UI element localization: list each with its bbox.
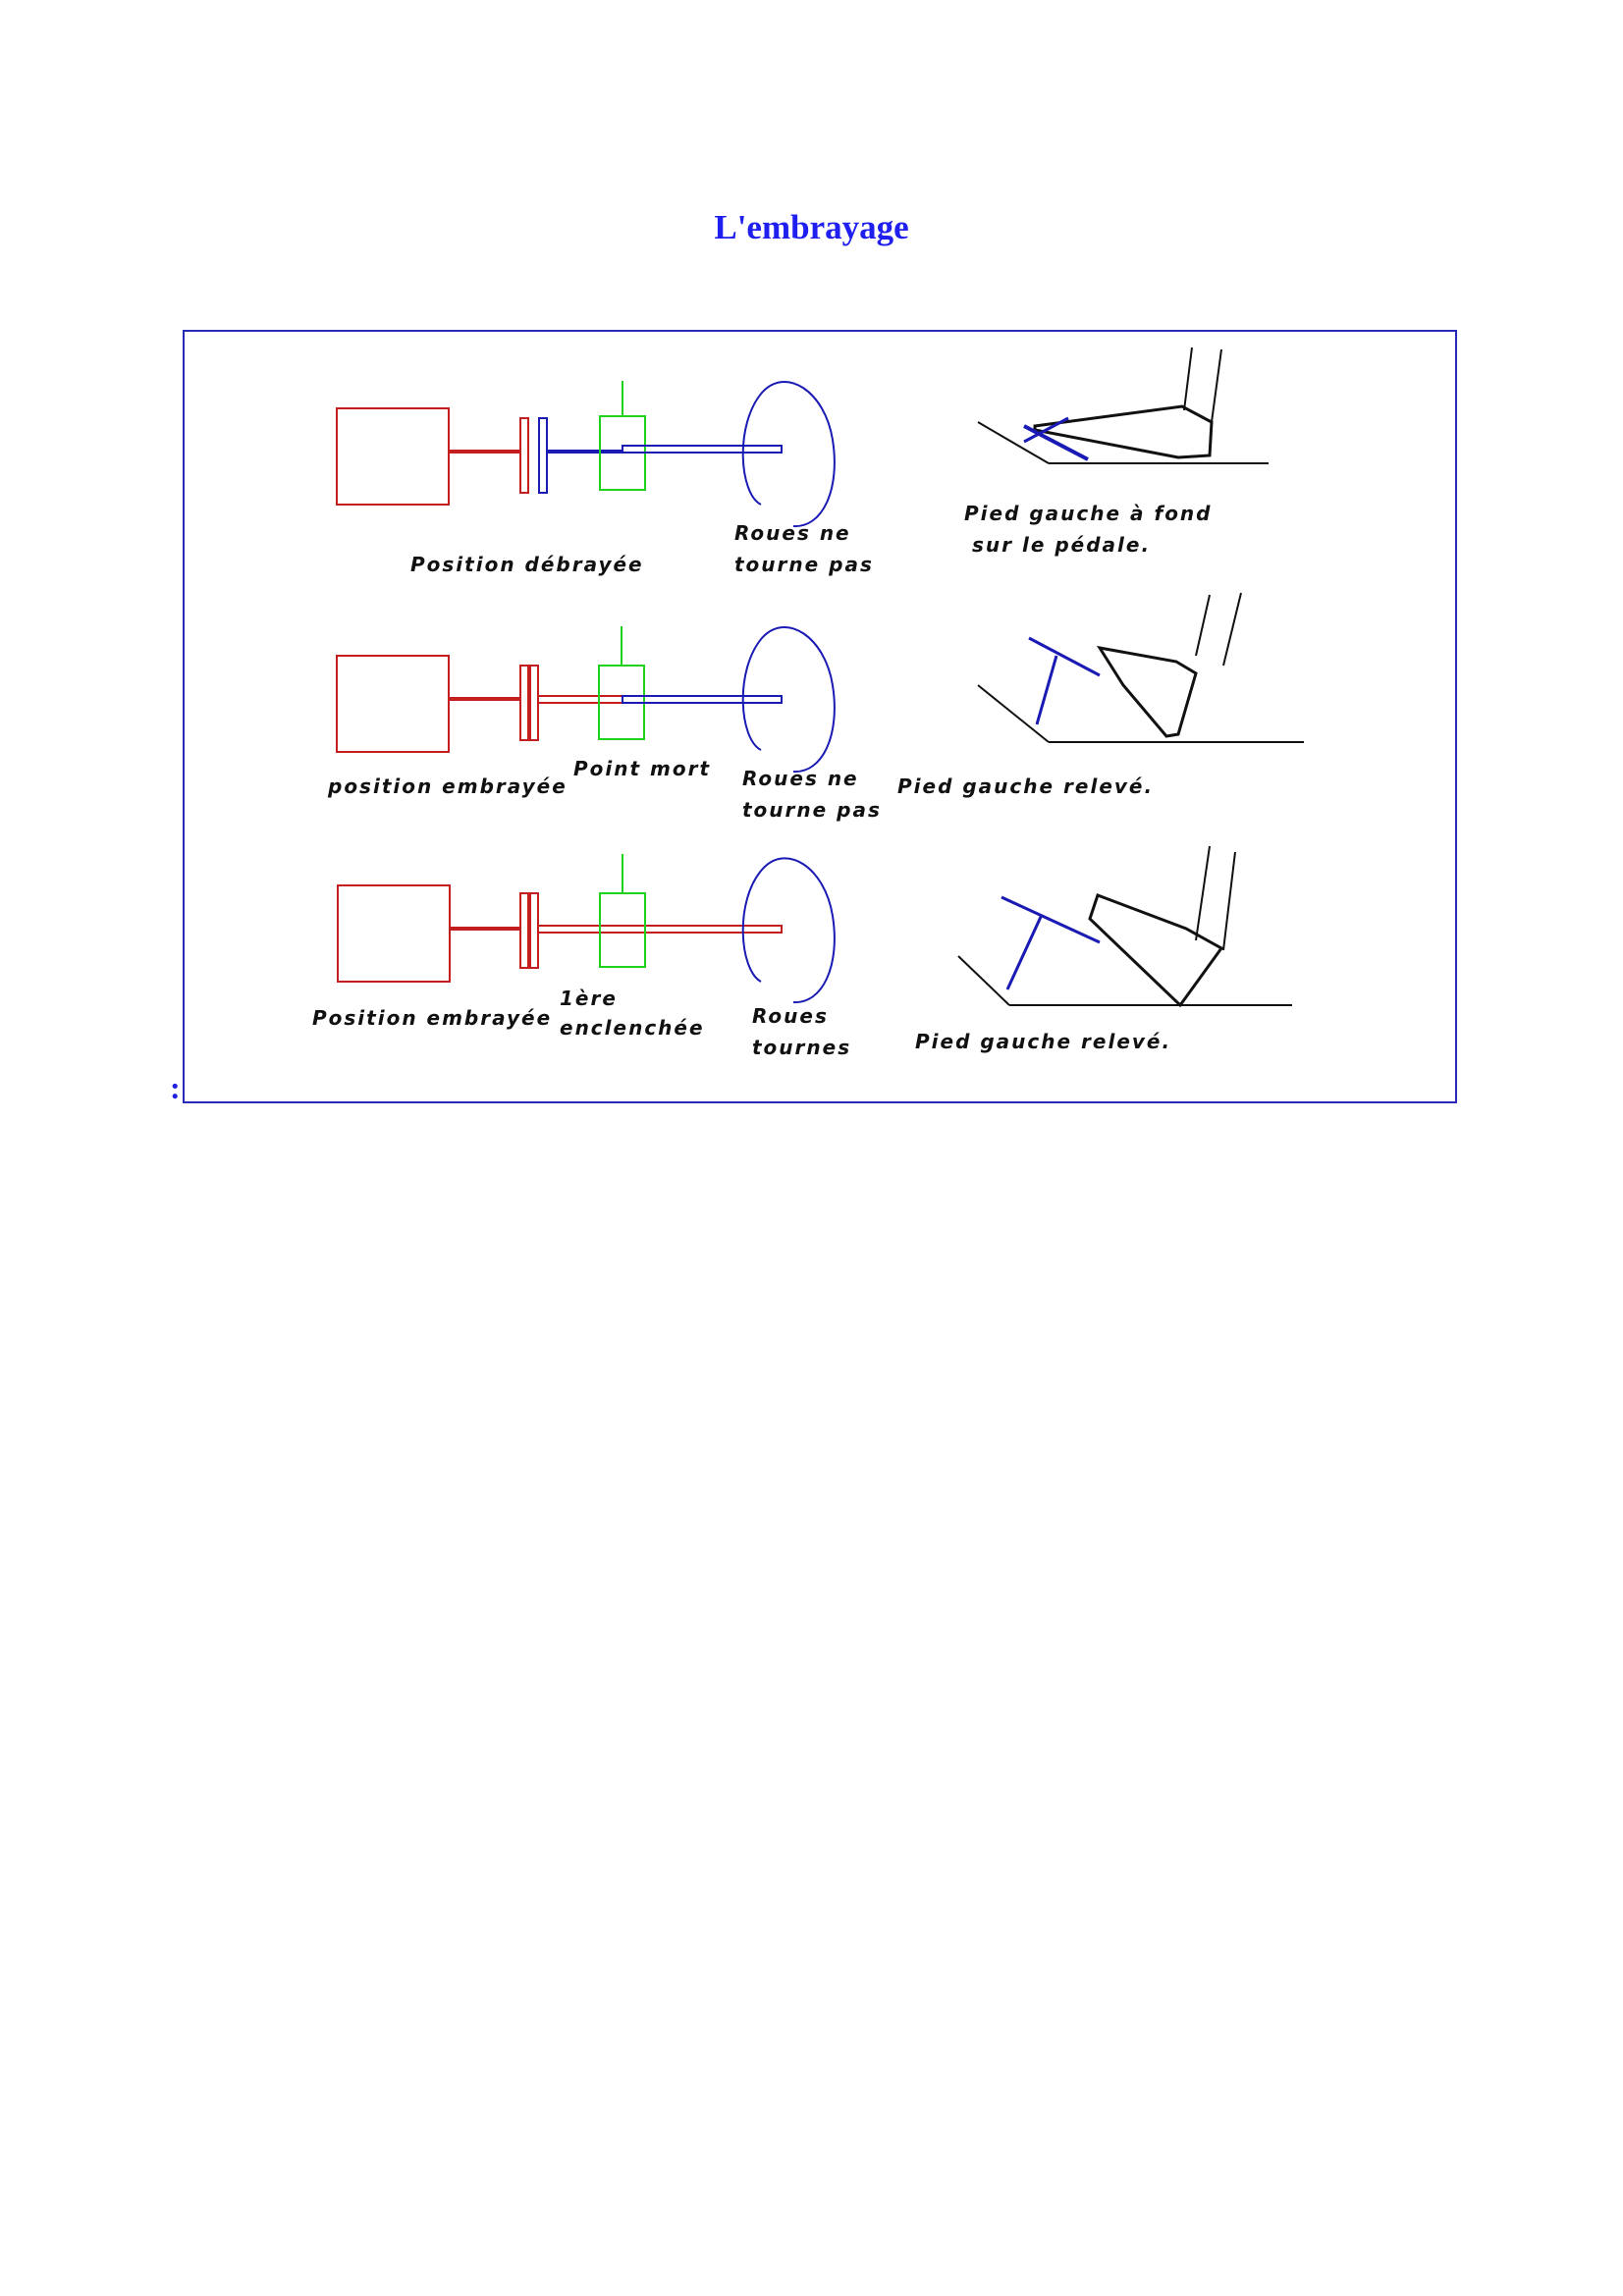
- row-3-wheel-label-2: tournes: [752, 1036, 851, 1059]
- output-shaft: [622, 445, 783, 454]
- row-1-wheel-label-2: tourne pas: [734, 553, 874, 576]
- flywheel-plate: [519, 417, 529, 494]
- flywheel-plate: [519, 665, 529, 741]
- clutch-disc: [529, 665, 539, 741]
- row-3-gear-label: 1ère: [560, 987, 618, 1010]
- row-2-wheel-label: Roues ne: [742, 767, 859, 790]
- row-1-diagram: [336, 347, 1269, 528]
- row-3-gear-label-2: enclenchée: [560, 1016, 705, 1040]
- foot-pedal-drawing: [977, 592, 1304, 743]
- row-1-state-label: Position débrayée: [410, 553, 644, 576]
- flywheel-plate: [519, 892, 529, 969]
- foot-pedal-drawing: [977, 347, 1269, 464]
- row-2-foot-label: Pied gauche relevé.: [897, 774, 1154, 798]
- row-2-diagram: [336, 592, 1304, 774]
- row-3-wheel-label: Roues: [752, 1004, 829, 1028]
- row-3-diagram: [337, 845, 1292, 1008]
- clutch-diagram-frame: Position débrayée Roues ne tourne pas Pi…: [183, 330, 1457, 1103]
- row-2-wheel-label-2: tourne pas: [742, 798, 882, 822]
- wheel: [741, 381, 836, 528]
- wheel: [741, 626, 836, 774]
- engine-block: [337, 884, 451, 983]
- output-shaft: [622, 695, 783, 704]
- wheel: [741, 857, 836, 1004]
- page-title: L'embrayage: [714, 208, 909, 246]
- clutch-shaft: [537, 695, 623, 704]
- row-2-state-label: position embrayée: [327, 774, 568, 798]
- row-3-state-label: Position embrayée: [312, 1006, 552, 1030]
- engine-block: [336, 407, 450, 506]
- row-1-foot-label-2: sur le pédale.: [972, 533, 1151, 557]
- row-1-foot-label: Pied gauche à fond: [964, 502, 1212, 525]
- engine-block: [336, 655, 450, 753]
- gearbox-box: [599, 892, 646, 968]
- row-1-wheel-label: Roues ne: [734, 521, 851, 545]
- row-3-foot-label: Pied gauche relevé.: [915, 1030, 1171, 1053]
- clutch-diagram: Position débrayée Roues ne tourne pas Pi…: [312, 347, 1304, 1059]
- clutch-disc: [538, 417, 548, 494]
- colon-mark: :: [170, 1070, 181, 1105]
- connected-shaft: [537, 925, 783, 934]
- row-2-gear-label: Point mort: [573, 757, 711, 780]
- foot-pedal-drawing: [957, 845, 1292, 1008]
- clutch-disc: [529, 892, 539, 969]
